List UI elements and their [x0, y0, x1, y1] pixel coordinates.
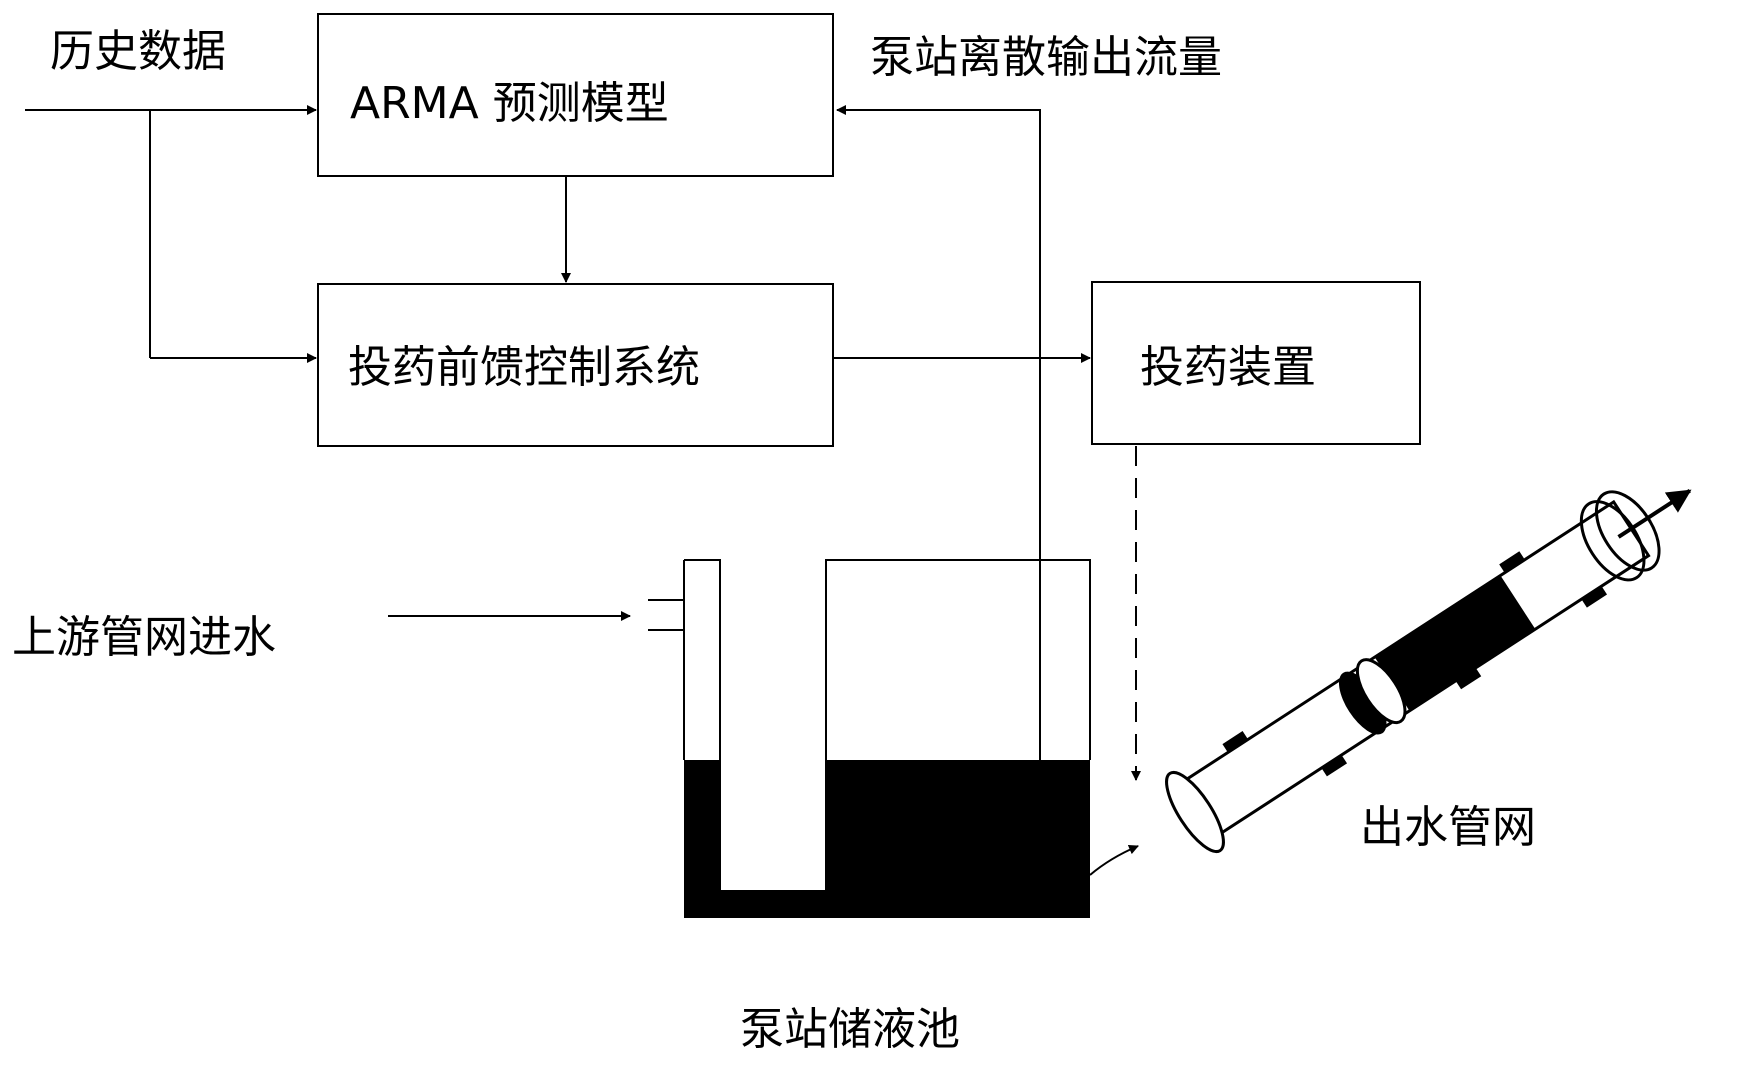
historical-data-label: 历史数据: [50, 26, 226, 77]
flow-feedback-line: [836, 105, 1041, 765]
dosing-device-box: [1091, 281, 1421, 445]
storage-tank-label: 泵站储液池: [740, 1004, 960, 1055]
dosing-device-label: 投药装置: [1140, 342, 1316, 393]
storage-tank: [648, 559, 1091, 918]
upstream-inflow-label: 上游管网进水: [12, 612, 276, 663]
outlet-pipe-network: [1165, 488, 1692, 854]
arma-model-label: ARMA 预测模型: [350, 78, 669, 129]
tank-liquid: [684, 760, 1090, 918]
discrete-output-flow-label: 泵站离散输出流量: [870, 32, 1222, 83]
feedforward-control-label: 投药前馈控制系统: [348, 342, 700, 393]
feedforward-control-box: [317, 283, 834, 447]
arma-model-box: [317, 13, 834, 177]
tank-outflow-arrow: [1089, 844, 1139, 876]
outlet-pipe-network-label: 出水管网: [1360, 802, 1536, 853]
